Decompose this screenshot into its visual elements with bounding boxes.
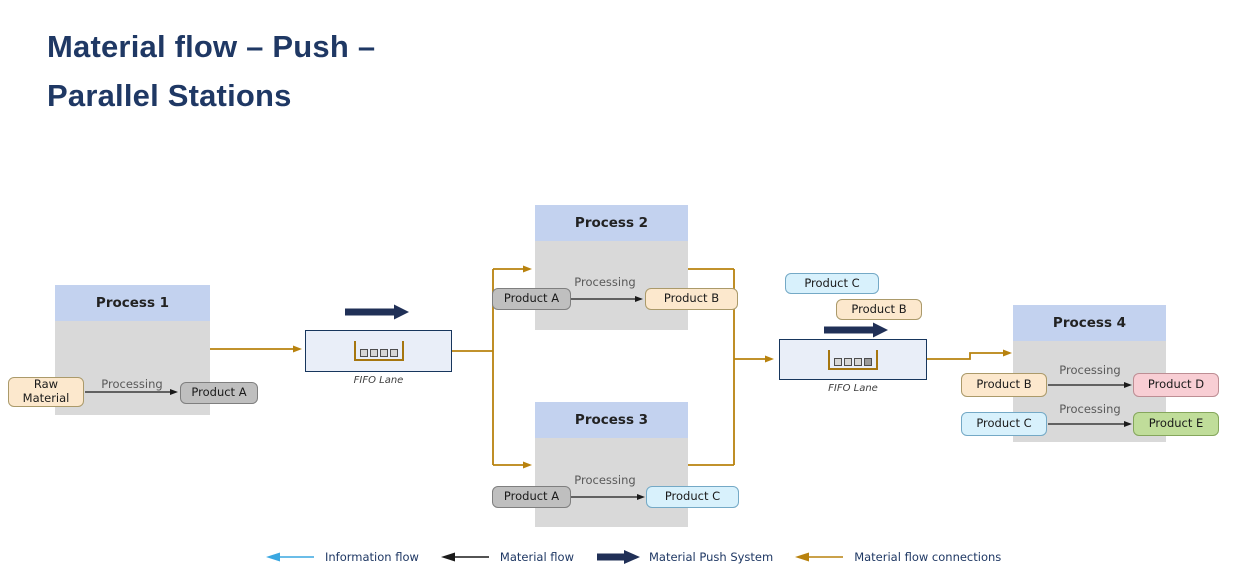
information-flow-arrow-icon [266,552,314,562]
fifo-slot-filled [864,357,872,366]
chip-product-a-p2: Product A [492,288,571,310]
process-2-header: Process 2 [535,205,688,241]
processing-label-p1: Processing [101,377,163,391]
fifo-lane-1-label: FIFO Lane [353,375,404,386]
chip-raw-material: Raw Material [8,377,84,407]
page-title: Material flow – Push – Parallel Stations [47,22,375,120]
chip-product-c-float: Product C [785,273,879,294]
material-flow-arrow-icon [440,552,489,562]
processing-label-p3: Processing [574,473,636,487]
fifo-slot [379,349,388,357]
fifo-queue-icon [828,349,878,370]
chip-product-a-p1: Product A [180,382,258,404]
legend-item-information-flow: Information flow [266,550,419,564]
material-push-arrow-icon [596,550,640,564]
fifo-lane-2-label: FIFO Lane [828,383,878,394]
legend-item-material-push-system: Material Push System [596,549,773,565]
process-1-header: Process 1 [55,285,210,321]
chip-product-c-p4: Product C [961,412,1047,436]
fifo-slot [359,349,368,357]
chip-product-b-float: Product B [836,299,922,320]
process-3-header: Process 3 [535,402,688,438]
legend-label: Information flow [325,550,419,564]
processing-label-p4a: Processing [1059,363,1121,377]
material-flow-connections-arrow-icon [795,552,844,562]
fifo-slot [389,349,398,357]
fifo-lane-1-box [305,330,452,372]
fifo-slot [844,357,852,366]
fifo-queue-icon [353,341,404,361]
chip-product-a-p3: Product A [492,486,571,508]
legend-label: Material flow [499,550,574,564]
flow-fifo2-to-process4 [927,349,1012,360]
fifo-lane-2-box [779,339,927,380]
page-title-line2: Parallel Stations [47,78,292,113]
page-title-line1: Material flow – Push – [47,29,376,64]
chip-product-e-p4: Product E [1133,412,1219,436]
process-4-header: Process 4 [1013,305,1166,341]
process-2-box: Process 2 [535,205,688,330]
processing-label-p4b: Processing [1059,402,1121,416]
legend: Information flow Material flow Material … [266,549,1001,565]
fifo-slot [854,357,862,366]
processing-label-p2: Processing [574,275,636,289]
legend-item-material-flow-connections: Material flow connections [795,550,1001,564]
chip-product-b-p4: Product B [961,373,1047,397]
fifo-slot [369,349,378,357]
fifo-slot [834,357,842,366]
legend-label: Material Push System [648,550,774,564]
process-3-box: Process 3 [535,402,688,527]
chip-product-c-p3: Product C [646,486,739,508]
chip-product-b-p2: Product B [645,288,738,310]
legend-item-material-flow: Material flow [440,550,574,564]
legend-label: Material flow connections [854,550,1002,564]
chip-product-d-p4: Product D [1133,373,1219,397]
